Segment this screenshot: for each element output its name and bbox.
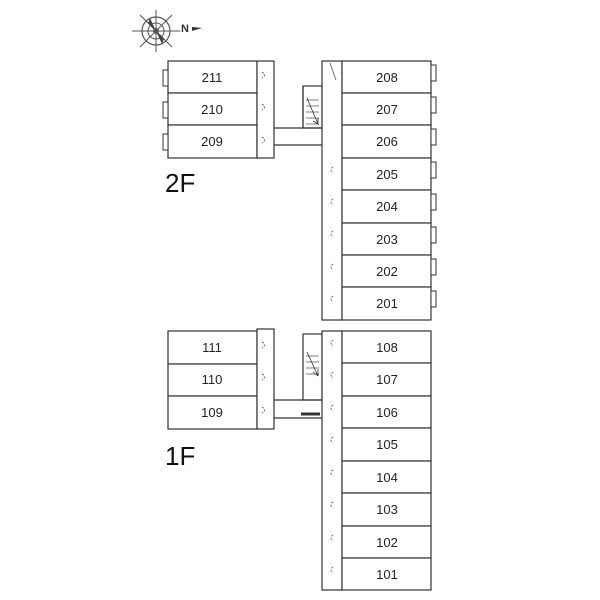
room-label: 204 [376, 199, 398, 214]
floor-2f [162, 60, 437, 321]
stairwell-2f [274, 85, 323, 146]
room-label: 209 [201, 134, 223, 149]
room-label: 107 [376, 372, 398, 387]
floor-label-1f: 1F [165, 441, 195, 471]
room-label: 211 [202, 70, 223, 85]
room-label: 205 [376, 167, 398, 182]
room-label: 208 [376, 70, 398, 85]
floor-label-2f: 2F [165, 168, 195, 198]
compass-label: N [181, 23, 189, 35]
room-label: 103 [376, 502, 398, 517]
floor-1f [167, 328, 432, 591]
stairwell-1f [274, 333, 323, 419]
room-label: 210 [201, 102, 223, 117]
room-label: 102 [376, 535, 398, 550]
room-label: 104 [376, 470, 398, 485]
room-label: 105 [376, 437, 398, 452]
room-label: 203 [376, 232, 398, 247]
west-wing-2f [162, 60, 275, 159]
east-wing-1f [321, 330, 432, 591]
room-label: 206 [376, 134, 398, 149]
room-label: 109 [201, 405, 223, 420]
room-label: 106 [376, 405, 398, 420]
room-label: 207 [376, 102, 398, 117]
room-label: 202 [376, 264, 398, 279]
west-wing-1f [167, 328, 275, 430]
room-label: 111 [202, 340, 222, 355]
compass-icon: N [132, 10, 202, 52]
room-label: 201 [376, 296, 398, 311]
room-label: 108 [376, 340, 398, 355]
room-label: 101 [376, 567, 398, 582]
east-wing-2f [321, 60, 437, 321]
room-label: 110 [202, 372, 223, 387]
